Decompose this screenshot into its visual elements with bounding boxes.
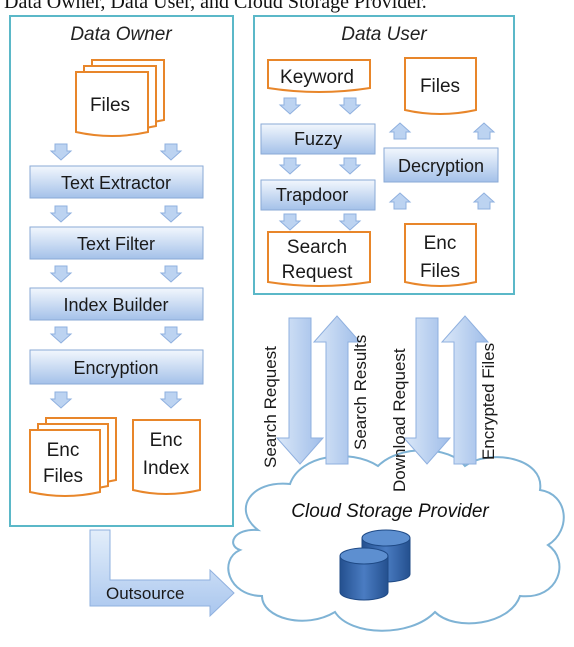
enc-index-line2: Index <box>143 458 190 479</box>
user-enc-files-line1: Enc <box>424 233 457 254</box>
encrypted-files-arrow: Encrypted Files <box>440 315 498 465</box>
search-request-doc: Search Request <box>267 231 371 287</box>
download-request-arrow: Download Request <box>390 317 452 492</box>
cloud-title: Cloud Storage Provider <box>291 501 489 522</box>
index-builder-box: Index Builder <box>29 287 204 321</box>
search-request-line2: Request <box>282 262 353 283</box>
search-request-arrow: Search Request <box>261 317 325 468</box>
fuzzy-box: Fuzzy <box>260 123 376 155</box>
text-extractor-box: Text Extractor <box>29 165 204 199</box>
database-icon <box>339 529 411 601</box>
index-builder-label: Index Builder <box>63 295 168 315</box>
fuzzy-label: Fuzzy <box>294 129 342 149</box>
decryption-box: Decryption <box>383 147 499 183</box>
decryption-label: Decryption <box>398 156 484 176</box>
text-filter-box: Text Filter <box>29 226 204 260</box>
search-results-flow-label: Search Results <box>351 335 370 450</box>
search-results-arrow: Search Results <box>312 315 370 465</box>
keyword-label: Keyword <box>280 67 354 88</box>
cloud-storage-provider: Cloud Storage Provider <box>227 449 565 632</box>
download-request-flow-label: Download Request <box>390 348 409 492</box>
user-enc-files-line2: Files <box>420 261 460 282</box>
outsource-label: Outsource <box>106 584 184 603</box>
owner-files-doc: Files <box>75 59 165 137</box>
user-files-label: Files <box>420 76 460 97</box>
enc-index-line1: Enc <box>150 430 183 451</box>
encryption-label: Encryption <box>73 358 158 378</box>
owner-enc-files-line1: Enc <box>47 440 80 461</box>
data-owner-title: Data Owner <box>70 24 172 45</box>
trapdoor-box: Trapdoor <box>260 179 376 211</box>
data-user-title: Data User <box>341 24 427 45</box>
text-extractor-label: Text Extractor <box>61 173 171 193</box>
encryption-box: Encryption <box>29 349 204 385</box>
owner-files-label: Files <box>90 95 130 116</box>
user-enc-files-doc: Enc Files <box>404 223 477 287</box>
figure-caption: Data Owner, Data User, and Cloud Storage… <box>4 0 427 13</box>
user-files-doc: Files <box>404 57 477 115</box>
trapdoor-label: Trapdoor <box>276 185 348 205</box>
search-request-line1: Search <box>287 237 347 258</box>
outsource-arrow: Outsource <box>89 529 235 618</box>
owner-enc-files-doc: Enc Files <box>29 417 117 497</box>
text-filter-label: Text Filter <box>77 234 155 254</box>
keyword-doc: Keyword <box>267 59 371 93</box>
search-request-flow-label: Search Request <box>261 346 280 468</box>
owner-enc-files-line2: Files <box>43 466 83 487</box>
encrypted-files-flow-label: Encrypted Files <box>479 343 498 460</box>
enc-index-doc: Enc Index <box>132 419 201 495</box>
